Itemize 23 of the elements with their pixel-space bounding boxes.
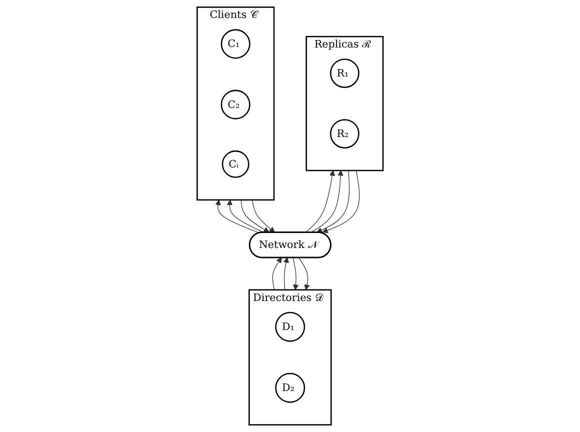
network-diagram: Directories 𝒟 D₁ D₂ Replicas ℛ R₁ R₂ Clients 𝒞 C₁ C₂ Cᵢ Network 𝒩 bbox=[192, 2, 388, 430]
cluster bbox=[306, 36, 384, 172]
cluster bbox=[248, 289, 332, 426]
arrow bbox=[283, 257, 289, 290]
arrow bbox=[316, 170, 350, 233]
node-circle bbox=[222, 150, 250, 178]
arrow bbox=[322, 170, 360, 234]
node-circle bbox=[275, 312, 305, 342]
cluster bbox=[196, 6, 275, 201]
node-circle bbox=[220, 29, 250, 59]
arrow bbox=[252, 200, 275, 233]
arrow bbox=[272, 257, 282, 290]
arrow bbox=[310, 170, 344, 233]
arrow bbox=[226, 200, 264, 233]
arrow bbox=[292, 257, 298, 290]
node-circle bbox=[275, 372, 305, 403]
arrow bbox=[215, 200, 258, 233]
arrow bbox=[305, 170, 335, 233]
node-circle bbox=[330, 119, 360, 148]
arrow bbox=[298, 257, 310, 290]
node-circle bbox=[330, 58, 360, 88]
node-circle bbox=[220, 90, 250, 120]
arrow bbox=[240, 200, 270, 233]
